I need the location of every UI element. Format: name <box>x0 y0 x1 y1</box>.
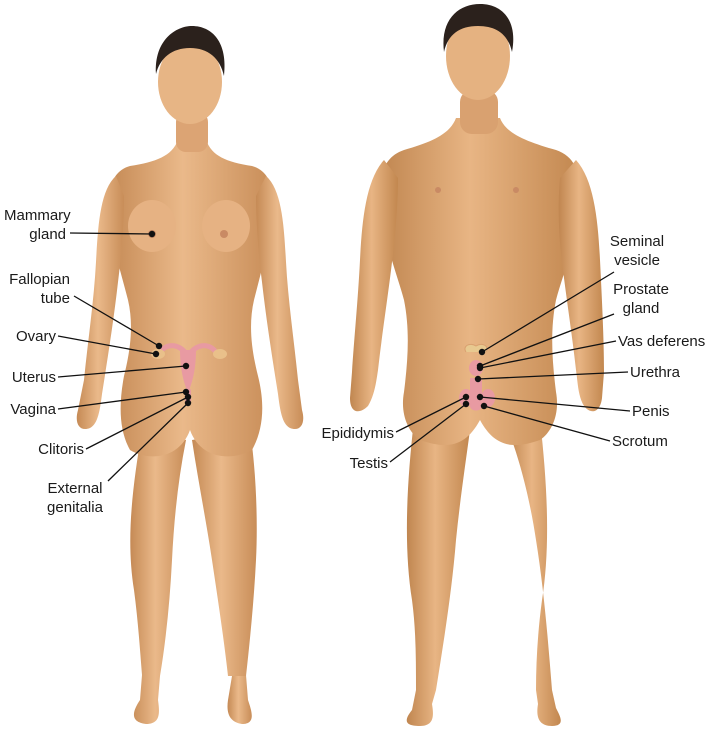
male-right-arm <box>558 160 604 412</box>
male-neck <box>460 90 498 134</box>
male-torso <box>380 118 580 446</box>
female-torso <box>109 140 272 457</box>
leader-seminal-vesicle <box>481 271 615 353</box>
leader-fallopian-tube <box>73 295 160 347</box>
label-external-genitalia: External genitalia <box>47 480 103 516</box>
female-hair <box>155 26 225 76</box>
female-right-breast <box>202 200 250 252</box>
male-leader-dots <box>462 348 488 410</box>
label-mammary-gland: Mammary gland <box>4 207 71 243</box>
label-epididymis: Epididymis <box>321 425 394 442</box>
male-leader-lines <box>389 271 631 463</box>
leader-vas-deferens <box>479 340 617 369</box>
leader-epididymis <box>395 396 467 433</box>
leader-ovary <box>57 335 157 355</box>
label-seminal-vesicle: Seminal vesicle <box>609 233 665 269</box>
female-right-nipple <box>220 230 228 238</box>
male-head <box>446 12 510 100</box>
label-scrotum: Scrotum <box>612 433 668 450</box>
leader-clitoris <box>85 396 189 450</box>
leader-urethra <box>477 371 629 380</box>
label-penis: Penis <box>632 403 670 420</box>
label-uterus: Uterus <box>11 369 56 386</box>
leader-vagina <box>57 391 187 410</box>
male-figure <box>350 4 604 726</box>
female-leader-dots <box>148 230 192 407</box>
label-prostate-gland: Prostate gland <box>613 281 669 317</box>
female-thigh-right <box>192 430 257 676</box>
male-left-nipple <box>435 187 441 193</box>
label-vagina: Vagina <box>10 401 56 418</box>
female-left-leg <box>130 430 186 724</box>
male-right-leg <box>508 420 561 726</box>
female-leader-lines <box>57 232 189 482</box>
female-left-breast <box>128 200 176 252</box>
female-head <box>158 40 222 124</box>
leader-penis <box>479 396 631 412</box>
male-left-leg <box>406 420 470 726</box>
male-left-arm <box>350 160 398 412</box>
leader-uterus <box>57 365 187 378</box>
male-hair <box>443 4 514 52</box>
female-figure <box>76 26 304 724</box>
label-testis: Testis <box>349 455 388 472</box>
male-right-nipple <box>513 187 519 193</box>
leader-testis <box>389 403 467 463</box>
leader-external-genitalia <box>107 402 189 482</box>
female-left-arm <box>76 176 124 430</box>
female-right-arm <box>256 176 304 430</box>
label-urethra: Urethra <box>630 364 681 381</box>
leader-scrotum <box>483 405 611 442</box>
label-vas-deferens: Vas deferens <box>618 333 706 350</box>
label-clitoris: Clitoris <box>38 441 84 458</box>
leader-mammary-gland <box>69 232 153 235</box>
leader-prostate-gland <box>479 313 615 367</box>
label-ovary: Ovary <box>15 328 56 345</box>
label-fallopian-tube: Fallopian tube <box>9 271 70 307</box>
